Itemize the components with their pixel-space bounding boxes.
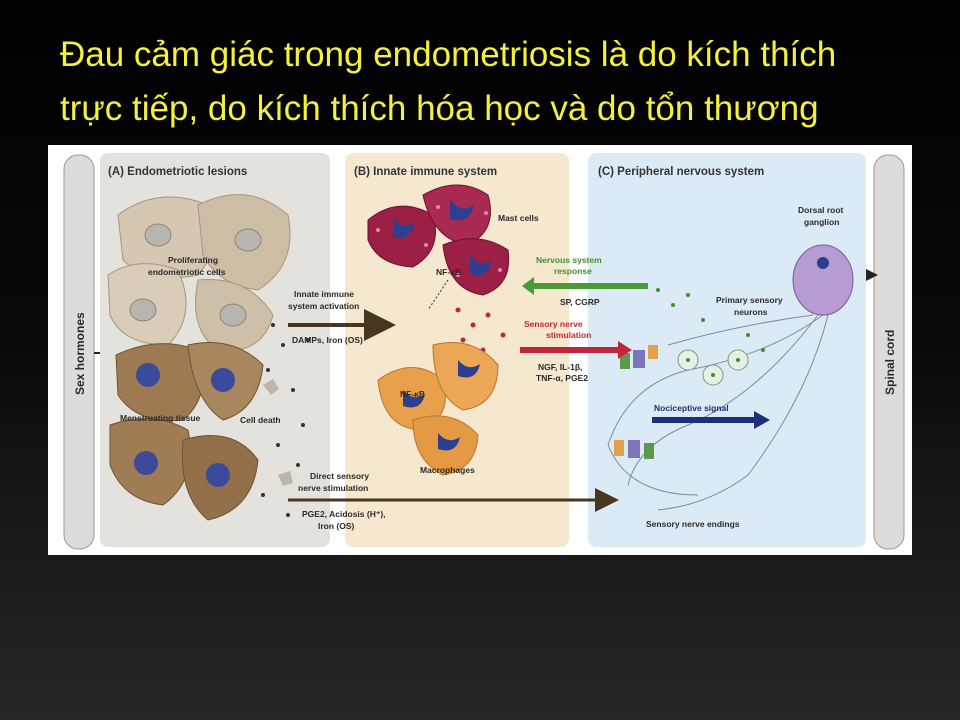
mast-cells xyxy=(367,184,510,296)
panel-a-title: (A) Endometriotic lesions xyxy=(108,166,247,178)
mast-cells-label: Mast cells xyxy=(498,213,539,223)
spinal-cord-bar xyxy=(873,154,905,550)
innate-activation-label-2: system activation xyxy=(288,301,359,311)
sensory-nerve-endings-label: Sensory nerve endings xyxy=(646,519,740,529)
menstruating-cells xyxy=(109,342,264,521)
nervous-response-label-2: response xyxy=(554,266,592,276)
nervous-response-arrow xyxy=(522,277,648,295)
nfkb-label-bottom: NF-κB xyxy=(400,389,425,399)
sensory-receptors xyxy=(614,345,658,459)
direct-sub-label-1: PGE2, Acidosis (H⁺), xyxy=(302,509,386,519)
sensory-sub-label-1: NGF, IL-1β, xyxy=(538,362,582,372)
direct-stim-label-2: nerve stimulation xyxy=(298,483,368,493)
nervous-response-label-1: Nervous system xyxy=(536,255,602,265)
innate-activation-label-1: Innate immune xyxy=(294,289,354,299)
sensory-stim-label-1: Sensory nerve xyxy=(524,319,583,329)
macrophages-label: Macrophages xyxy=(420,465,475,475)
direct-sub-label-2: Iron (OS) xyxy=(318,521,355,531)
title-line-1: Đau cảm giác trong endometriosis là do k… xyxy=(60,35,837,74)
panel-b-title: (B) Innate immune system xyxy=(354,166,497,178)
sex-hormones-label: Sex hormones xyxy=(73,312,87,395)
dorsal-root-ganglion xyxy=(792,244,854,316)
nociceptive-label: Nociceptive signal xyxy=(654,403,729,413)
innate-sub-label: DAMPs, Iron (OS) xyxy=(292,335,363,345)
nociceptive-arrow xyxy=(652,411,770,429)
ganglion-nucleus xyxy=(817,257,829,269)
macrophages xyxy=(377,342,499,476)
menstruating-label: Menstruating tissue xyxy=(120,413,201,423)
primary-sensory-label-2: neurons xyxy=(734,307,768,317)
panel-c-bg xyxy=(588,153,866,547)
nervous-sub-label: SP, CGRP xyxy=(560,297,600,307)
proliferating-cells xyxy=(107,194,291,352)
neuropeptide-vesicles xyxy=(656,288,765,386)
cell-death-label: Cell death xyxy=(240,415,281,425)
direct-stim-label-1: Direct sensory xyxy=(310,471,369,481)
slide-title: Đau cảm giác trong endometriosis là do k… xyxy=(60,28,940,136)
primary-sensory-label-1: Primary sensory xyxy=(716,295,783,305)
cell-death-fragments xyxy=(261,323,310,517)
panel-c-title: (C) Peripheral nervous system xyxy=(598,166,764,178)
pathway-figure: Sex hormones Spinal cord (A) Endometriot… xyxy=(48,145,912,555)
sensory-stim-label-2: stimulation xyxy=(546,330,591,340)
sensory-stim-arrow xyxy=(520,341,632,359)
title-line-2: trực tiếp, do kích thích hóa học và do t… xyxy=(60,89,819,128)
spinal-cord-label: Spinal cord xyxy=(883,330,897,395)
proliferating-label-2: endometriotic cells xyxy=(148,267,226,277)
secreted-mediators xyxy=(455,307,506,353)
figure-canvas: Sex hormones Spinal cord (A) Endometriot… xyxy=(63,153,905,550)
proliferating-label-1: Proliferating xyxy=(168,255,218,265)
dorsal-root-label-1: Dorsal root xyxy=(798,205,844,215)
dorsal-root-label-2: ganglion xyxy=(804,217,839,227)
nfkb-label-top: NF-κB xyxy=(436,267,461,277)
sensory-sub-label-2: TNF-α, PGE2 xyxy=(536,373,588,383)
